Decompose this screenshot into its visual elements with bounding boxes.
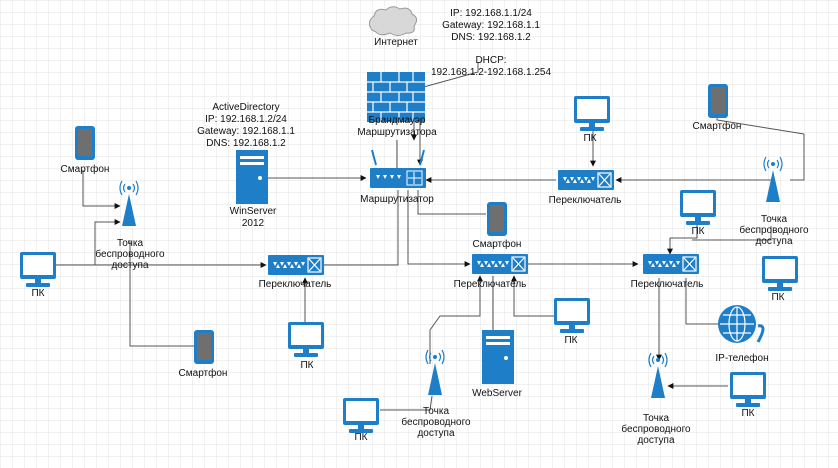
access-point-label-2: беспроводного [621,423,691,435]
access-point-label-1: Точка [643,413,669,424]
smartphone-icon[interactable] [708,84,728,118]
pc-label: ПК [31,288,44,299]
access-point-label-1: Точка [423,406,449,417]
ip-phone-label: IP-телефон [715,352,768,364]
access-point-label-2: беспроводного [95,248,165,260]
smartphone-label: Смартфон [473,238,522,250]
pc-label: ПК [741,408,754,419]
webserver-label: WebServer [472,388,523,399]
switch-icon[interactable] [267,254,325,276]
winserver-label-2: 2012 [242,218,265,229]
internet-label: Интернет [374,37,418,48]
smartphone-label: Смартфон [179,367,228,379]
switch-label: Переключатель [549,195,622,206]
switch-icon[interactable] [557,169,615,191]
ad-ip-text: IP: 192.168.1.2/24 [205,114,287,125]
dhcp-title-text: DHCP: [475,55,506,66]
access-point-label-1: Точка [117,238,143,249]
winserver-icon[interactable] [236,150,268,204]
dhcp-range-text: 192.168.1.2-192.168.1.254 [431,67,552,78]
switch-label: Переключатель [631,279,704,290]
pc-label: ПК [564,335,577,346]
firewall-icon[interactable] [367,72,425,122]
smartphone-icon[interactable] [75,126,95,160]
switch-label: Переключатель [259,279,332,290]
switch-icon[interactable] [471,253,529,275]
pc-label: ПК [583,133,596,144]
pc-label: ПК [300,360,313,371]
smartphone-label: Смартфон [693,120,742,132]
ad-title-text: ActiveDirectory [212,102,279,113]
switch-label: Переключатель [454,279,527,290]
pc-label: ПК [691,226,704,237]
access-point-label-3: доступа [637,435,675,446]
access-point-label-3: доступа [755,236,793,247]
winserver-label-1: WinServer [230,206,277,217]
ip-phone-icon[interactable] [718,305,765,343]
connections [20,62,805,411]
firewall-label-1: Брандмауэр [369,115,426,126]
access-point-label-3: доступа [111,260,149,271]
switch-icon[interactable] [642,253,700,275]
access-point-label-1: Точка [761,214,787,225]
firewall-label-2: Маршрутизатора [357,127,437,138]
pc-label: ПК [771,292,784,303]
access-point-label-2: беспроводного [739,224,809,236]
smartphone-label: Смартфон [61,163,110,175]
access-point-label-3: доступа [417,428,455,439]
webserver-icon[interactable] [482,330,514,384]
router-icon[interactable] [370,149,426,188]
pc-label: ПК [354,432,367,443]
router-dns-text: DNS: 192.168.1.2 [451,32,531,43]
access-point-label-2: беспроводного [401,416,471,428]
ad-dns-text: DNS: 192.168.1.2 [206,138,286,149]
router-label: Маршрутизатор [360,194,434,205]
ad-gateway-text: Gateway: 192.168.1.1 [197,126,295,137]
router-ip-text: IP: 192.168.1.1/24 [450,8,532,19]
smartphone-icon[interactable] [194,330,214,364]
internet-cloud-icon [368,6,418,36]
router-gateway-text: Gateway: 192.168.1.1 [442,20,540,31]
smartphone-icon[interactable] [487,202,507,236]
